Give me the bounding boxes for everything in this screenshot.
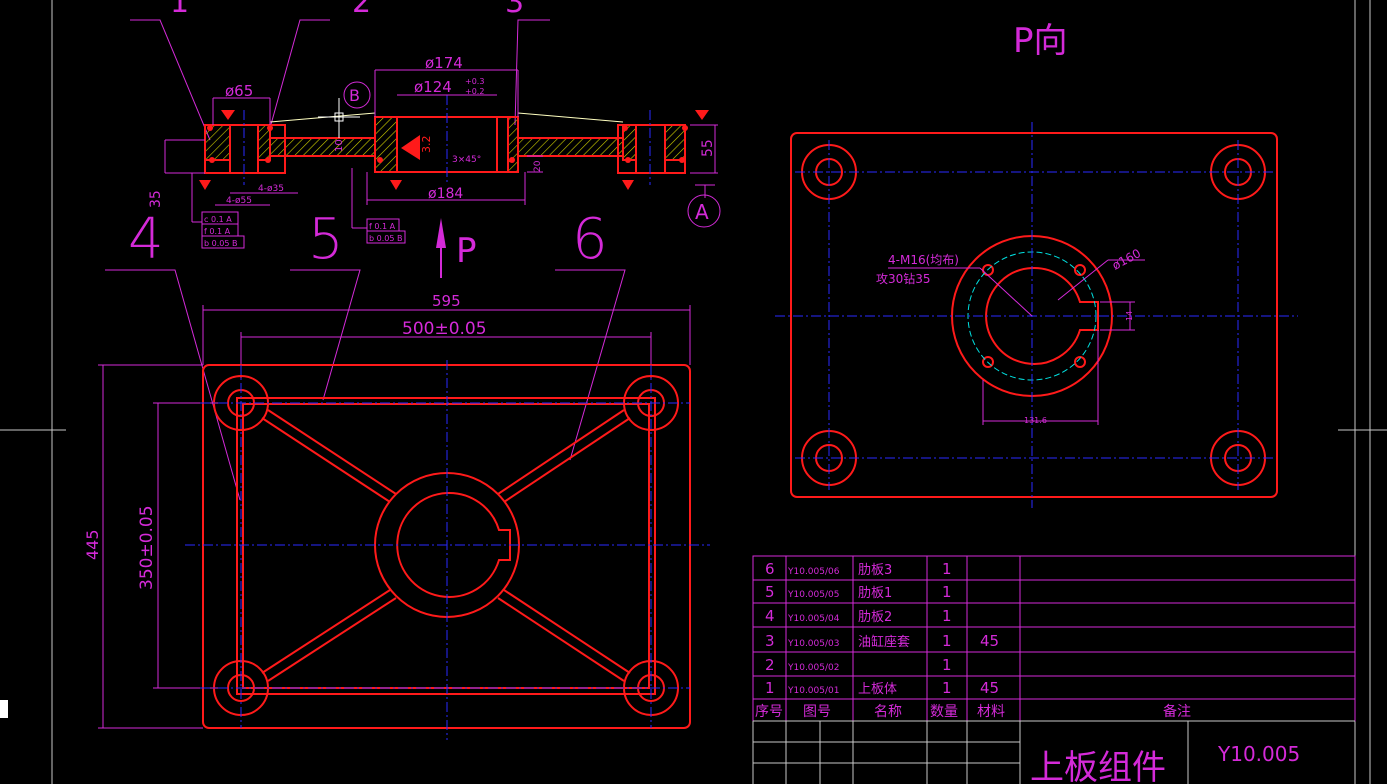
tol-lower: +0.2 [465,87,484,96]
dim-595: 595 [432,292,461,310]
bom-cell-code: Y10.005/03 [787,639,839,649]
balloon-2: 2 [352,0,371,20]
dim-20: 20 [533,160,543,172]
dim-phi124: ø124 [414,78,452,96]
bom-cell-qty: 1 [942,607,952,625]
gdt-frames-left [192,211,245,249]
dim-key: 14 [1125,311,1134,321]
bom-cell-qty: 1 [942,679,952,697]
dim-phi65: ø65 [225,82,253,100]
dim-phi160: ø160 [1110,246,1143,273]
dim-holes2: 4-ø55 [226,196,252,206]
bom-cell-no: 4 [765,607,775,625]
plan-view: 595 500±0.05 445 350±0.05 [83,292,710,740]
bom-cell-no: 2 [765,656,775,674]
dim-55: 55 [700,139,716,157]
roughness-value: 3.2 [420,136,433,154]
p-view: 4-M16(均布) 攻30钻35 ø160 131.6 14 [775,122,1298,508]
section-view: 1 2 3 4 5 6 [105,0,721,501]
bom-header-qty: 数量 [930,704,958,720]
datum-a-label: A [695,200,709,224]
bom-cell-code: Y10.005/04 [787,614,840,624]
gdt-left-3: b 0.05 B [204,239,237,248]
thread-note: 4-M16(均布) [888,253,959,267]
balloon-1: 1 [170,0,189,20]
gdt-left-1: c 0.1 A [204,215,232,224]
tol-upper: +0.3 [465,77,484,86]
bom-cell-qty: 1 [942,560,952,578]
thread-depth: 攻30钻35 [876,271,931,286]
gdt-mid-1: f 0.1 A [369,222,396,231]
bom-header-remark: 备注 [1163,703,1191,720]
view-arrow: P [436,218,477,278]
balloon-4: 4 [128,207,164,272]
bom-cell-name: 肋板2 [858,610,892,625]
datum-b-label: B [349,86,360,105]
bom-cell-qty: 1 [942,632,952,650]
bom-header-name: 名称 [874,704,902,720]
bom-header-no: 序号 [755,704,783,720]
dim-131: 131.6 [1024,416,1047,425]
cad-cursor-icon [318,98,360,138]
dim-35: 35 [148,190,164,208]
gdt-frames-mid [352,218,406,244]
bom-cell-no: 3 [765,632,775,650]
bom-cell-code: Y10.005/06 [787,567,840,577]
bom-cell-code: Y10.005/02 [787,663,839,673]
bom-cell-no: 1 [765,679,775,697]
dim-phi174: ø174 [425,54,463,72]
bom-cell-name: 油缸座套 [858,634,910,650]
bom-header-material: 材料 [977,704,1005,720]
ucs-icon [0,700,8,718]
bom-cell-name: 肋板1 [858,586,892,601]
bom-cell-code: Y10.005/05 [787,590,839,600]
bom-cell-qty: 1 [942,656,952,674]
dim-10: 10 [334,139,345,152]
dim-phi184: ø184 [428,186,463,202]
bom-cell-qty: 1 [942,583,952,601]
gdt-left-2: f 0.1 A [204,227,231,236]
balloon-5: 5 [308,207,344,272]
balloon-3: 3 [505,0,524,20]
gdt-mid-2: b 0.05 B [369,234,402,243]
bom-cell-material: 45 [980,679,999,697]
bom-cell-no: 5 [765,583,775,601]
p-view-title: P向 [1013,21,1068,61]
drawing-title: 上板组件 [1030,748,1166,784]
bom-header-code: 图号 [803,704,831,720]
bom-cell-material: 45 [980,632,999,650]
dim-350: 350±0.05 [137,505,157,590]
dim-holes: 4-ø35 [258,184,284,194]
bom-cell-name: 上板体 [858,682,897,697]
dim-500: 500±0.05 [402,319,487,339]
view-arrow-label: P [456,231,477,271]
bom-cell-no: 6 [765,560,775,578]
balloon-6: 6 [572,207,608,272]
bom-cell-name: 肋板3 [858,563,892,578]
bom-cell-code: Y10.005/01 [787,686,839,696]
chamfer-note: 3×45° [452,155,481,165]
dim-445: 445 [83,529,102,560]
drawing-number: Y10.005 [1217,742,1300,766]
